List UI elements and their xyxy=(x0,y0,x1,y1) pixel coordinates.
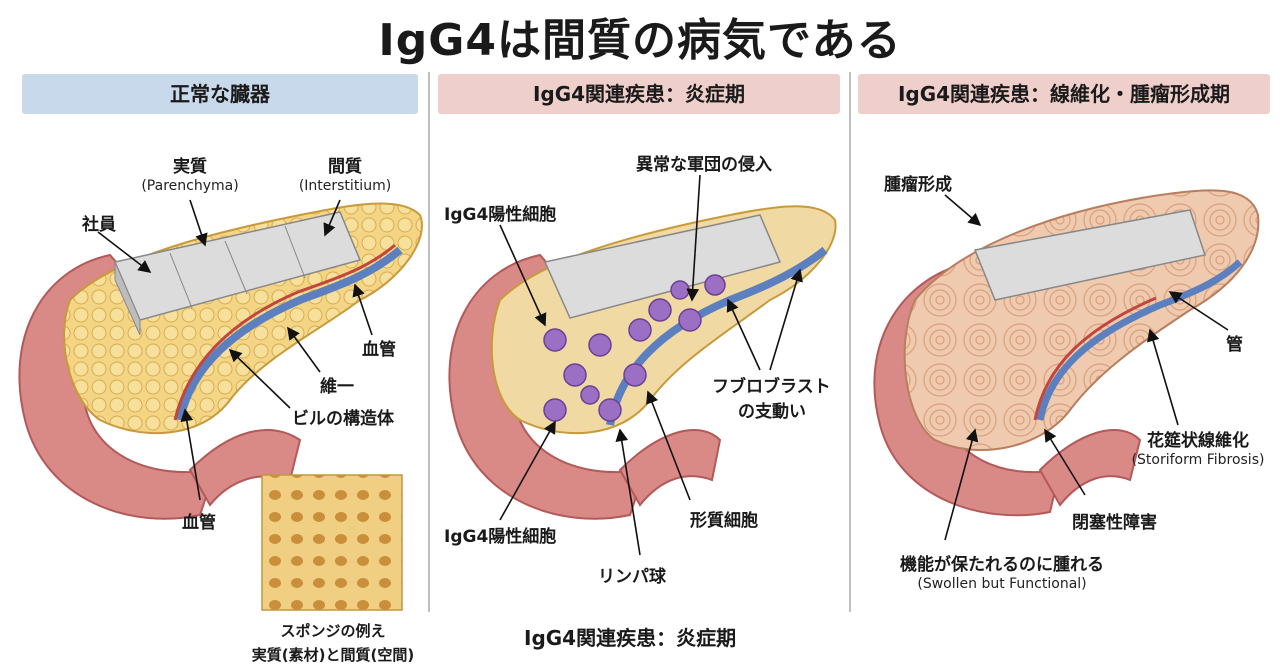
label-swollen: 機能が保たれるのに腫れる xyxy=(900,555,1104,575)
label-plasma-cell: 形質細胞 xyxy=(690,511,758,531)
label-storiform: 花筵状線維化 xyxy=(1147,431,1249,451)
label-igg4-cell-bottom: IgG4陽性細胞 xyxy=(444,527,557,547)
label-interstitium-en: (Interstitium) xyxy=(298,178,392,194)
label-duct: 管 xyxy=(1226,335,1243,355)
normal-organ xyxy=(18,199,423,611)
label-fibroblast-1: フブロブラスト xyxy=(712,377,831,397)
label-igg4-cell-top: IgG4陽性細胞 xyxy=(444,205,557,225)
page-title: IgG4は間質の病気である xyxy=(378,15,902,66)
label-lymphocyte: リンパ球 xyxy=(598,567,666,587)
sponge-caption-title: スポンジの例え xyxy=(280,622,386,640)
inflamed-organ xyxy=(448,174,837,556)
panel-header-inflammation: IgG4関連疾患：炎症期 xyxy=(438,74,840,114)
label-parenchyma: 実質 xyxy=(173,157,207,177)
label-fibroblast-2: の支動い xyxy=(738,402,806,422)
fibrotic-organ xyxy=(873,189,1260,541)
label-storiform-en: (Storiform Fibrosis) xyxy=(1131,452,1265,468)
panel-header-normal: 正常な臓器 xyxy=(22,74,418,114)
panel-2-caption: IgG4関連疾患：炎症期 xyxy=(524,626,737,650)
label-swollen-en: (Swollen but Functional) xyxy=(917,576,1087,592)
label-obstruction: 閉塞性障害 xyxy=(1072,513,1157,533)
label-vessel-right: 血管 xyxy=(362,340,396,360)
label-parenchyma-en: (Parenchyma) xyxy=(141,178,239,194)
panel-divider-2 xyxy=(849,72,851,612)
label-mass: 腫瘤形成 xyxy=(884,175,952,195)
sponge-caption-detail: 実質(素材)と間質(空間) xyxy=(251,646,415,664)
label-building-structure: ビルの構造体 xyxy=(292,409,394,429)
label-employee: 社員 xyxy=(82,215,116,235)
label-invasion: 異常な軍団の侵入 xyxy=(636,155,772,175)
panel-divider-1 xyxy=(428,72,430,612)
panel-header-fibrosis: IgG4関連疾患：線維化・腫瘤形成期 xyxy=(858,74,1270,114)
label-fiber: 維一 xyxy=(320,377,354,397)
label-interstitium: 間質 xyxy=(328,157,362,177)
label-vessel-bottom: 血管 xyxy=(182,513,216,533)
